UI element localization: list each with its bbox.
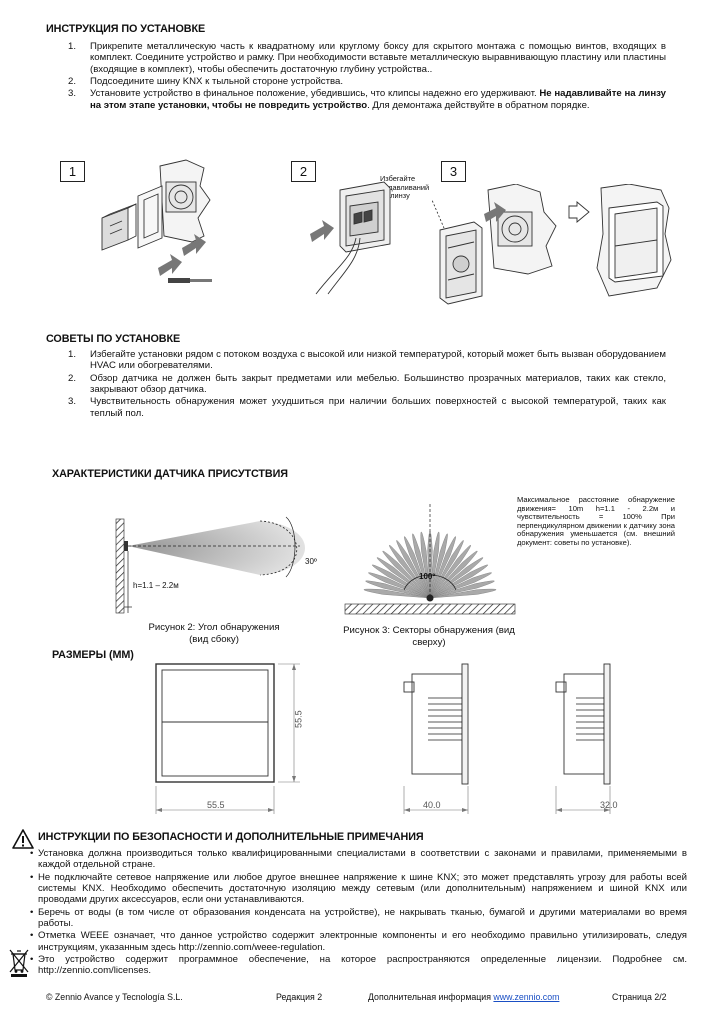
list-item: • Это устройство содержит программное обе…	[30, 954, 687, 977]
list-item: • Установка должна производиться только к…	[30, 848, 687, 871]
list-text: Обзор датчика не должен быть закрыт пред…	[90, 372, 666, 395]
install-title: ИНСТРУКЦИЯ ПО УСТАНОВКЕ	[46, 23, 206, 35]
detection-sector	[396, 540, 431, 599]
weee-bin-icon	[9, 949, 29, 977]
list-item: 3. Установите устройство в финальное пол…	[68, 88, 666, 111]
footer-info: Дополнительная информация www.zennio.com	[368, 992, 559, 1002]
depth-dimension-40: 40.0	[423, 800, 441, 810]
top-view-diagram	[344, 504, 516, 615]
install-illustration-1	[101, 159, 212, 283]
list-text: Чувствительность обнаружения может ухудш…	[90, 396, 666, 419]
figure-2-caption: Рисунок 2: Угол обнаружения (вид сбоку)	[148, 622, 280, 645]
list-number: 2.	[68, 75, 77, 87]
footer-page: Страница 2/2	[612, 992, 667, 1002]
footer-website-link[interactable]: www.zennio.com	[493, 992, 560, 1002]
install-illustration-3	[432, 184, 557, 305]
detection-sector	[363, 588, 431, 599]
detection-sector	[429, 533, 448, 599]
list-number: 3.	[68, 396, 77, 408]
installed-device-illustration	[568, 184, 672, 297]
list-number: 1.	[68, 41, 77, 52]
detection-sector	[429, 564, 488, 599]
detection-sector	[429, 588, 497, 599]
list-item: 3. Чувствительность обнаружения может ух…	[68, 396, 666, 419]
step-2-box: 2	[291, 161, 316, 182]
list-item: • Не подключайте сетевое напряжение или л…	[30, 872, 687, 906]
list-number: 1.	[68, 349, 77, 360]
detection-sector	[429, 536, 456, 599]
install-illustration-2	[310, 181, 391, 295]
detection-sector	[372, 564, 431, 599]
height-label: h=1.1 – 2.2м	[133, 581, 179, 590]
detection-sector	[429, 550, 478, 599]
angle-100-label: 100º	[419, 572, 436, 581]
dimensions-title: РАЗМЕРЫ (ММ)	[52, 649, 134, 661]
detection-sector	[420, 531, 431, 599]
detection-sector	[368, 572, 431, 599]
front-view-drawing	[155, 663, 300, 814]
side-view-diagram	[115, 516, 305, 614]
width-dimension: 55.5	[207, 800, 225, 810]
bullet: •	[30, 953, 34, 965]
list-text: Беречь от воды (в том числе от образован…	[38, 906, 687, 929]
side-view-drawing-32	[555, 663, 611, 814]
bullet: •	[30, 906, 34, 918]
list-item: 2. Подсоедините шину KNX к тыльной сторо…	[68, 76, 666, 87]
detection-sector	[429, 572, 492, 599]
list-item: 1. Избегайте установки рядом с потоком в…	[68, 349, 666, 372]
tips-list: 1. Избегайте установки рядом с потоком в…	[68, 349, 666, 420]
detection-sector	[412, 533, 431, 599]
list-number: 3.	[68, 88, 77, 100]
tips-title: СОВЕТЫ ПО УСТАНОВКЕ	[46, 333, 181, 345]
list-number: 2.	[68, 372, 77, 384]
detection-sector	[376, 557, 431, 599]
angle-30-label: 30º	[305, 557, 317, 566]
detection-sector	[389, 545, 431, 599]
list-text: Установка должна производиться только кв…	[38, 848, 687, 871]
bullet: •	[30, 848, 34, 859]
detection-sector	[365, 580, 431, 599]
height-dimension: 55.5	[293, 710, 304, 728]
detection-sector	[429, 580, 495, 599]
detection-sector	[382, 550, 431, 599]
detection-sector	[429, 545, 471, 599]
step3-warning: Не надавливайте на линзу на этом этапе у…	[90, 88, 666, 111]
detection-sector	[404, 536, 431, 599]
lens-note: Избегайте надавливаний на линзу	[380, 174, 430, 201]
step3-text-b: . Для демонтажа действуйте в обратном по…	[367, 99, 590, 111]
list-text: Это устройство содержит программное обес…	[38, 953, 687, 977]
list-item: 1. Прикрепите металлическую часть к квад…	[68, 41, 666, 75]
list-item: • Отметка WEEE означает, что данное устро…	[30, 930, 687, 953]
detection-sector	[429, 557, 484, 599]
list-text: Установите устройство в финальное положе…	[90, 88, 666, 111]
step-3-box: 3	[441, 161, 466, 182]
detection-sector	[429, 531, 440, 599]
detection-sector	[429, 540, 464, 599]
list-item: 2. Обзор датчика не должен быть закрыт п…	[68, 373, 666, 396]
bullet: •	[30, 930, 34, 942]
list-item: • Беречь от воды (в том числе от образова…	[30, 907, 687, 930]
safety-title: ИНСТРУКЦИИ ПО БЕЗОПАСНОСТИ И ДОПОЛНИТЕЛЬ…	[38, 831, 424, 843]
footer-edition: Редакция 2	[276, 992, 323, 1002]
side-view-drawing-40	[403, 663, 469, 814]
bullet: •	[30, 871, 34, 883]
install-steps: 1. Прикрепите металлическую часть к квад…	[68, 41, 666, 112]
sensor-range-note: Максимальное расстояние обнаружение движ…	[517, 495, 675, 547]
list-text: Подсоедините шину KNX к тыльной стороне …	[90, 75, 343, 87]
sensor-title: ХАРАКТЕРИСТИКИ ДАТЧИКА ПРИСУТСТВИЯ	[52, 468, 288, 480]
depth-dimension-32: 32.0	[600, 800, 618, 810]
footer-info-label: Дополнительная информация	[368, 992, 494, 1002]
safety-list: • Установка должна производиться только к…	[30, 848, 687, 977]
list-text: Отметка WEEE означает, что данное устрой…	[38, 930, 687, 953]
step3-text-a: Установите устройство в финальное положе…	[90, 88, 540, 100]
list-text: Прикрепите металлическую часть к квадрат…	[90, 41, 666, 75]
footer-company: © Zennio Avance y Tecnología S.L.	[46, 992, 183, 1002]
figure-3-caption: Рисунок 3: Секторы обнаружения (вид свер…	[343, 625, 515, 648]
warning-icon	[12, 829, 34, 849]
step-1-box: 1	[60, 161, 85, 182]
list-text: Не подключайте сетевое напряжение или лю…	[38, 871, 687, 906]
list-text: Избегайте установки рядом с потоком возд…	[90, 349, 666, 372]
